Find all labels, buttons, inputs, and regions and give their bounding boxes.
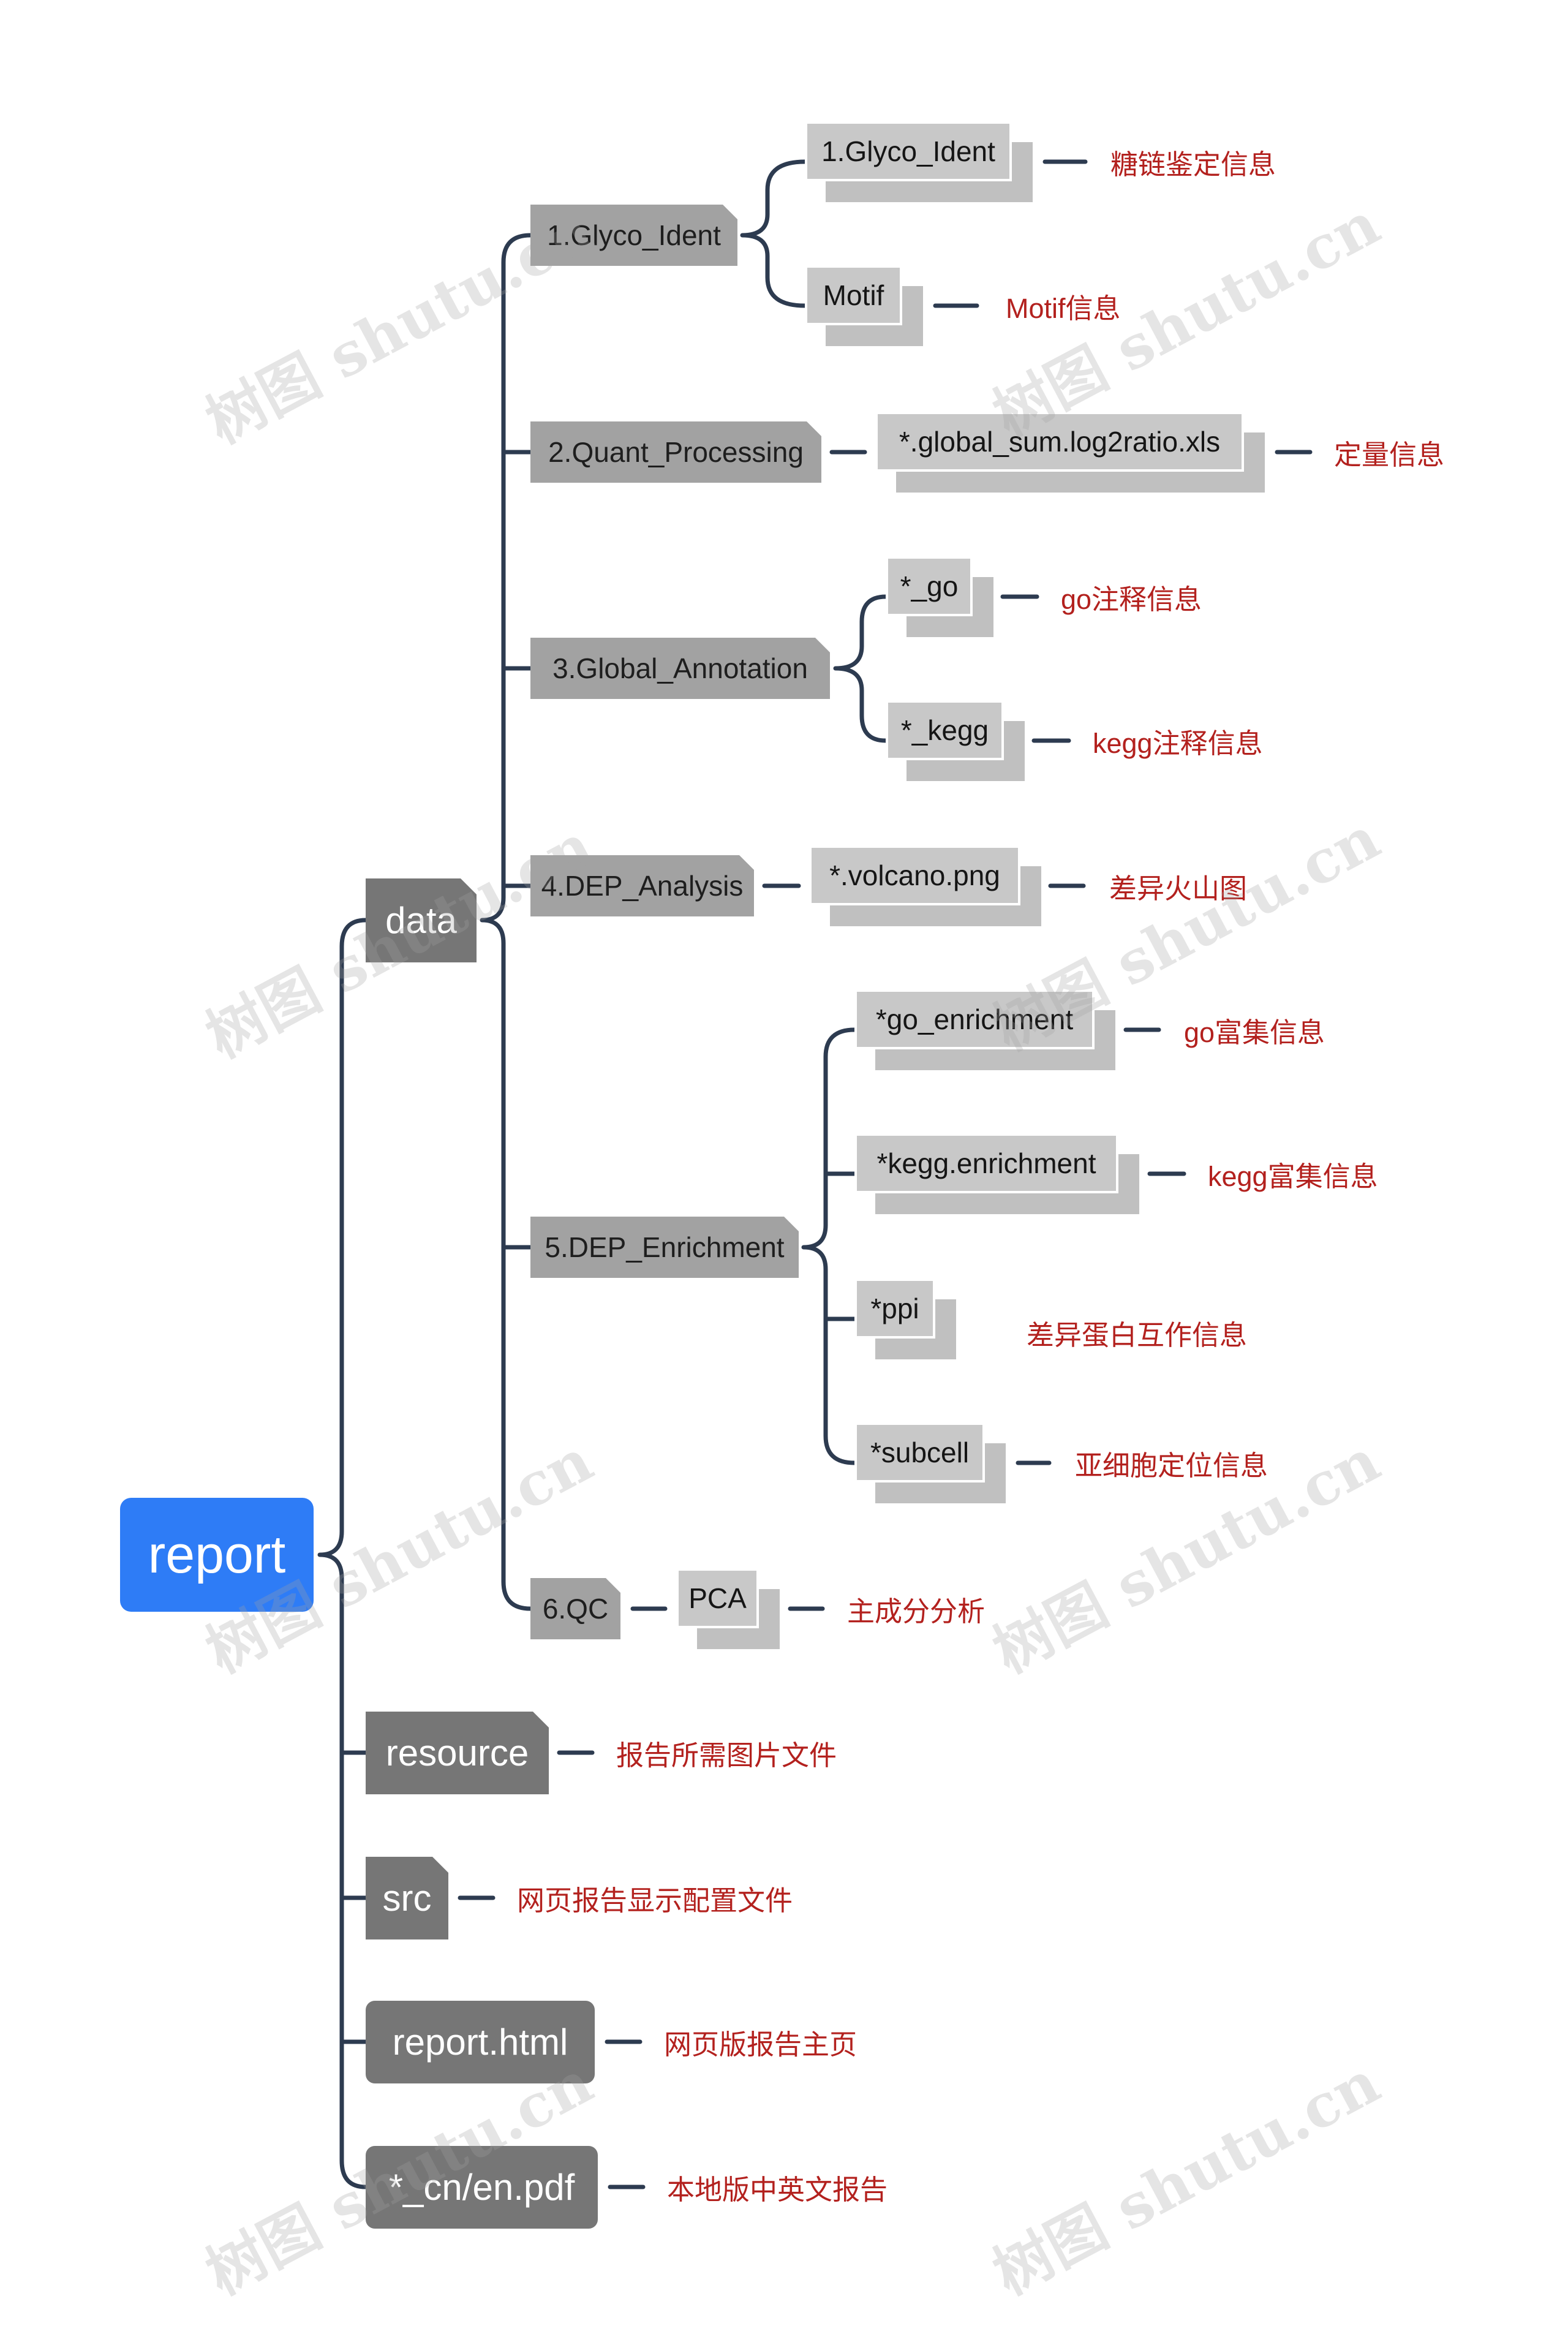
file-node-subcell: *subcell <box>854 1422 1006 1503</box>
connector-root-brace <box>317 918 368 2189</box>
file-label: 1.Glyco_Ident <box>805 121 1012 181</box>
note-kegg-enrichment: kegg富集信息 <box>1208 1160 1378 1192</box>
folder-node-dep-analysis: 4.DEP_Analysis <box>530 855 754 916</box>
folder-node-data: data <box>366 878 477 962</box>
file-node-ppi: *ppi <box>854 1278 956 1359</box>
file-node-cn-en-pdf: *_cn/en.pdf <box>366 2146 598 2229</box>
file-label: *go_enrichment <box>854 989 1095 1049</box>
note-kegg: kegg注释信息 <box>1093 727 1263 759</box>
connector-glyco-brace <box>740 159 807 308</box>
root-node-report: report <box>120 1498 314 1612</box>
file-node-go-enrichment: *go_enrichment <box>854 989 1115 1070</box>
file-node-kegg-enrichment: *kegg.enrichment <box>854 1133 1139 1214</box>
file-node-glyco-ident: 1.Glyco_Ident <box>805 121 1033 202</box>
file-label: Motif <box>805 265 902 325</box>
note-motif: Motif信息 <box>1006 292 1121 324</box>
file-label: *.global_sum.log2ratio.xls <box>875 412 1244 472</box>
note-cn-en-pdf: 本地版中英文报告 <box>667 2173 888 2205</box>
file-node-report-html: report.html <box>366 2001 595 2083</box>
connector-enrichment-brace <box>801 1027 857 1465</box>
connector-data-brace <box>480 233 533 1611</box>
file-node-global-sum-xls: *.global_sum.log2ratio.xls <box>875 412 1265 493</box>
file-node-motif: Motif <box>805 265 923 346</box>
note-src: 网页报告显示配置文件 <box>517 1884 793 1916</box>
folder-node-resource: resource <box>366 1712 549 1794</box>
note-report-html: 网页版报告主页 <box>664 2028 858 2060</box>
folder-node-global-annotation: 3.Global_Annotation <box>530 638 830 699</box>
folder-node-src: src <box>366 1857 448 1939</box>
file-label: *subcell <box>854 1422 985 1482</box>
note-go: go注释信息 <box>1061 583 1202 615</box>
file-node-volcano-png: *.volcano.png <box>809 845 1041 926</box>
note-go-enrichment: go富集信息 <box>1184 1016 1325 1048</box>
note-quant: 定量信息 <box>1334 439 1445 470</box>
file-label: PCA <box>676 1568 759 1628</box>
note-subcell: 亚细胞定位信息 <box>1075 1449 1268 1481</box>
note-glyco-ident: 糖链鉴定信息 <box>1110 148 1276 180</box>
folder-node-glyco-ident: 1.Glyco_Ident <box>530 205 737 266</box>
folder-node-qc: 6.QC <box>530 1578 620 1639</box>
folder-node-quant-processing: 2.Quant_Processing <box>530 421 821 483</box>
note-volcano: 差异火山图 <box>1109 872 1248 904</box>
file-label: *kegg.enrichment <box>854 1133 1118 1193</box>
file-label: *_kegg <box>886 700 1004 760</box>
file-node-pca: PCA <box>676 1568 780 1649</box>
file-label: *_go <box>886 556 973 616</box>
connector-annotation-brace <box>833 594 888 743</box>
file-node-kegg: *_kegg <box>886 700 1025 781</box>
file-node-go: *_go <box>886 556 993 637</box>
folder-node-dep-enrichment: 5.DEP_Enrichment <box>530 1217 799 1278</box>
note-resource: 报告所需图片文件 <box>616 1739 837 1771</box>
note-ppi: 差异蛋白互作信息 <box>1027 1319 1248 1351</box>
file-label: *ppi <box>854 1278 935 1339</box>
file-label: *.volcano.png <box>809 845 1020 905</box>
note-pca: 主成分分析 <box>847 1595 986 1627</box>
